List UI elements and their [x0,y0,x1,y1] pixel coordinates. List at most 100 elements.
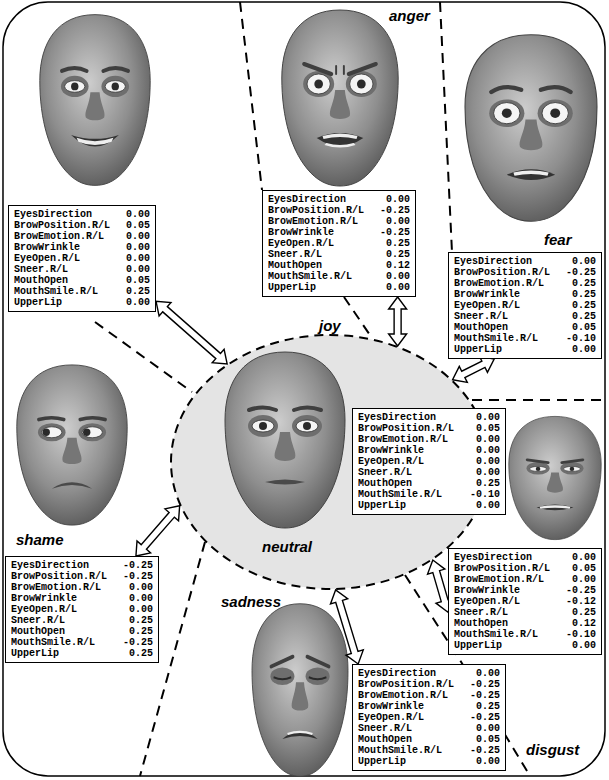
parameter-table: sadnessEyesDirection0.00BrowPosition.R/L… [352,664,506,771]
parameter-value: 0.00 [126,231,150,242]
parameter-name: MouthOpen [454,618,550,629]
parameter-value: 0.25 [470,478,500,489]
parameter-name: BrowEmotion.R/L [454,574,550,585]
parameter-grid: EyesDirection-0.25BrowPosition.R/L-0.25B… [11,560,153,659]
face-sadness [252,604,348,776]
parameter-name: EyeOpen.R/L [454,596,550,607]
parameter-value: -0.25 [123,637,153,648]
parameter-name: BrowWrinkle [11,593,107,604]
parameter-value: 0.00 [126,253,150,264]
face-disgust [509,416,601,539]
parameter-value: 0.12 [380,260,410,271]
parameter-name: BrowWrinkle [454,585,550,596]
parameter-value: -0.25 [470,690,500,701]
parameter-name: EyeOpen.R/L [358,712,454,723]
parameter-name: BrowPosition.R/L [358,423,454,434]
sector-divider [95,2,605,776]
parameter-value: 0.00 [470,668,500,679]
parameter-name: EyeOpen.R/L [268,238,364,249]
parameter-value: 0.00 [126,242,150,253]
parameter-value: 0.00 [470,434,500,445]
parameter-value: -0.10 [566,333,596,344]
emotion-label: disgust [526,741,579,758]
parameter-name: BrowEmotion.R/L [268,216,364,227]
parameter-value: 0.25 [470,701,500,712]
parameter-value: 0.00 [566,256,596,267]
parameter-value: -0.25 [470,679,500,690]
parameter-value: 0.25 [380,249,410,260]
emotion-label: joy [319,317,341,334]
double-arrow [389,297,407,346]
double-arrow [156,301,227,364]
parameter-value: -0.25 [470,712,500,723]
parameter-name: MouthSmile.R/L [11,637,107,648]
parameter-value: -0.12 [566,596,596,607]
parameter-value: 0.05 [470,734,500,745]
face-fear [465,35,597,222]
face-joy [40,15,150,186]
parameter-value: -0.25 [470,745,500,756]
parameter-name: EyeOpen.R/L [11,604,107,615]
parameter-value: 0.25 [566,311,596,322]
parameter-name: UpperLip [358,500,454,511]
parameter-grid: EyesDirection0.00BrowPosition.R/L0.05Bro… [358,412,500,511]
parameter-value: -0.25 [380,205,410,216]
parameter-value: -0.25 [123,571,153,582]
parameter-name: BrowPosition.R/L [14,220,110,231]
parameter-name: BrowPosition.R/L [454,563,550,574]
parameter-name: EyesDirection [454,256,550,267]
parameter-name: MouthOpen [14,275,110,286]
parameter-value: 0.00 [566,344,596,355]
parameter-grid: EyesDirection0.00BrowPosition.R/L-0.25Br… [358,668,500,767]
parameter-name: BrowEmotion.R/L [358,434,454,445]
parameter-name: MouthOpen [358,478,454,489]
parameter-table: EyesDirection0.00BrowPosition.R/L0.05Bro… [352,408,506,515]
parameter-grid: EyesDirection 0.00 BrowPosition.R/L -0.25Br… [268,194,410,293]
parameter-name: BrowWrinkle [14,242,110,253]
parameter-value: 0.25 [123,626,153,637]
face-anger [282,10,398,186]
parameter-grid: EyesDirection0.00BrowPosition.R/L-0.25Br… [454,256,596,355]
face-neutral [225,352,345,528]
double-arrow [136,506,180,556]
parameter-name: EyesDirection [268,194,364,205]
parameter-name: BrowEmotion.R/L [358,690,454,701]
parameter-value: -0.25 [566,585,596,596]
parameter-table: fearEyesDirection0.00BrowPosition.R/L-0.… [448,252,602,359]
parameter-name: BrowPosition.R/L [268,205,364,216]
region-circle: neutralEyesDirection0.00BrowPosition.R/L… [170,334,490,590]
parameter-name: UpperLip [454,640,550,651]
parameter-name: UpperLip [14,297,110,308]
parameter-value: 0.00 [470,500,500,511]
parameter-value: 0.25 [566,607,596,618]
parameter-table: angerEyesDirection0.00BrowPosition.R/L-0… [262,190,416,297]
parameter-value: 0.25 [126,286,150,297]
parameter-value: 0.00 [470,467,500,478]
parameter-name: Sneer.R/L [358,467,454,478]
parameter-value: 0.05 [126,220,150,231]
face-shame [17,365,127,525]
parameter-name: MouthSmile.R/L [358,489,454,500]
parameter-name: EyesDirection [14,209,110,220]
parameter-name: BrowPosition.R/L [11,571,107,582]
parameter-value: 0.25 [123,648,153,659]
parameter-value: 0.00 [380,282,410,293]
parameter-name: MouthSmile.R/L [268,271,364,282]
parameter-grid: EyesDirection0.00BrowPosition.R/L0.05Bro… [14,209,150,308]
parameter-name: BrowEmotion.R/L [11,582,107,593]
parameter-value: 0.00 [470,456,500,467]
parameter-value: 0.00 [470,412,500,423]
parameter-value: 0.00 [566,552,596,563]
parameter-value: 0.00 [126,264,150,275]
parameter-name: MouthSmile.R/L [358,745,454,756]
parameter-value: 0.00 [123,604,153,615]
parameter-value: 0.05 [566,322,596,333]
emotion-label: shame [16,531,64,548]
parameter-name: BrowWrinkle [268,227,364,238]
parameter-value: 0.00 [126,209,150,220]
parameter-value: 0.05 [126,275,150,286]
parameter-name: MouthOpen [358,734,454,745]
parameter-value: -0.25 [566,267,596,278]
emotion-label: neutral [262,538,312,555]
